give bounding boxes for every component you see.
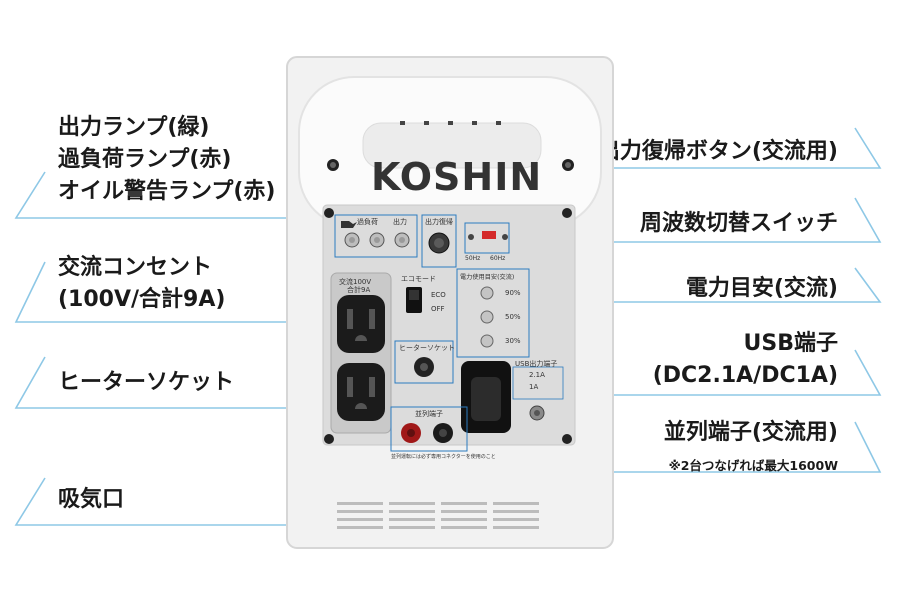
hz50-text: 50Hz <box>465 255 481 262</box>
label-freq-switch: 周波数切替スイッチ <box>639 211 838 236</box>
meter-title: 電力使用目安(交流) <box>460 274 515 281</box>
usb-1: 1A <box>529 383 539 391</box>
meter-30: 30% <box>505 337 521 345</box>
eco-title: エコモード <box>401 275 436 283</box>
line-meter <box>505 267 882 303</box>
label-overload-lamp: 過負荷ランプ(赤) <box>58 147 232 172</box>
generator-body: KOSHIN 過負荷 出力 出力復帰 50Hz 60Hz エコモード ECO O… <box>285 55 615 550</box>
hz60-text: 60Hz <box>490 255 506 262</box>
line-usb <box>520 349 882 396</box>
line-lamps <box>14 171 338 219</box>
usb-title: USB出力端子 <box>515 360 558 368</box>
meter-50: 50% <box>505 313 521 321</box>
label-usb: USB端子 <box>743 331 838 356</box>
label-reset-button: 出力復帰ボタン(交流用) <box>597 139 838 164</box>
label-power-meter: 電力目安(交流) <box>685 276 838 301</box>
brand-logo: KOSHIN <box>371 155 543 199</box>
line-intake <box>14 477 335 526</box>
heater-title: ヒーターソケット <box>399 344 455 352</box>
line-heater <box>14 356 400 409</box>
label-oil-warning-lamp: オイル警告ランプ(赤) <box>58 179 276 204</box>
label-parallel: 並列端子(交流用) <box>663 420 838 445</box>
eco-on-text: ECO <box>431 291 446 299</box>
lamp-overload-text: 過負荷 <box>357 218 378 226</box>
label-usb-spec: (DC2.1A/DC1A) <box>652 363 838 388</box>
parallel-warning: 並列運転には必ず専用コネクターを使用のこと <box>391 454 496 460</box>
label-ac-outlet-spec: (100V/合計9A) <box>58 287 226 312</box>
line-outlet <box>14 261 330 323</box>
reset-label-text: 出力復帰 <box>425 218 453 226</box>
label-heater-socket: ヒーターソケット <box>58 370 235 395</box>
label-output-lamp: 出力ランプ(緑) <box>58 115 210 140</box>
outlet-title-1: 交流100V <box>339 278 372 286</box>
label-ac-outlet: 交流コンセント <box>58 255 213 280</box>
lamp-output-text: 出力 <box>393 218 407 226</box>
label-parallel-note: ※2台つなげれば最大1600W <box>668 458 838 473</box>
parallel-title: 並列端子 <box>415 410 443 418</box>
outlet-title-2: 合計9A <box>347 286 371 294</box>
usb-21: 2.1A <box>529 371 545 379</box>
eco-off-text: OFF <box>431 305 445 313</box>
meter-90: 90% <box>505 289 521 297</box>
line-freq <box>515 197 882 243</box>
label-air-intake: 吸気口 <box>58 487 125 512</box>
